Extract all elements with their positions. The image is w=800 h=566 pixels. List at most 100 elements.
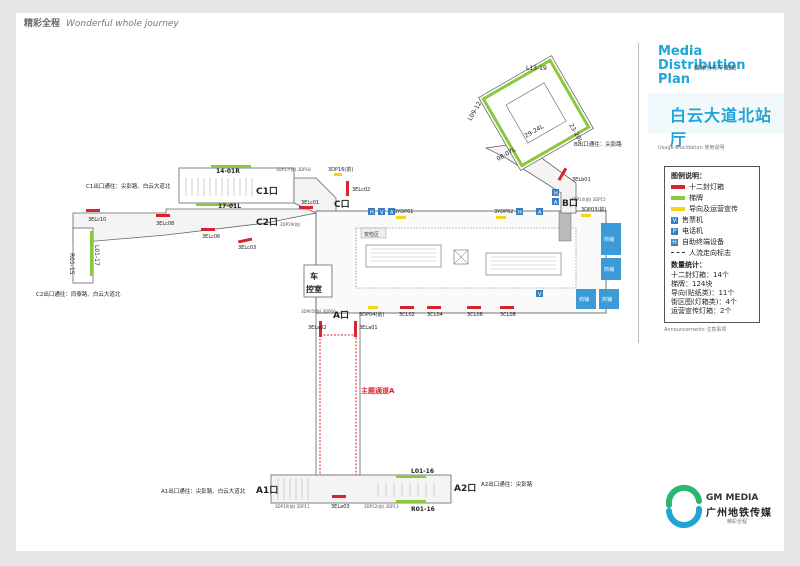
svg-text:3CL02: 3CL02 [399,312,415,318]
svg-text:3DP19(前): 3DP19(前) [280,221,301,227]
svg-text:3DP04(前): 3DP04(前) [359,311,384,318]
stats-title: 数量统计： [671,261,706,269]
announcements-label: Announcements 注意事项 [664,327,727,333]
svg-text:R01-16: R01-16 [411,506,435,513]
station-floor-plan: 安检区 车 控室 商铺 商铺 商铺 商铺 主题通道A [36,55,622,513]
svg-text:3ELb01: 3ELb01 [572,177,591,183]
svg-text:A2出口通往：尖彭路: A2出口通往：尖彭路 [481,480,533,488]
svg-text:A口: A口 [333,310,349,321]
station-name: 白云大道北站厅 [670,106,773,149]
svg-text:H: H [370,210,374,216]
stat-line: 街区图(灯箱类)：4个 [671,298,737,306]
stair-treads-c1 [185,178,253,196]
shop-right-lower [601,258,621,280]
svg-text:C1出口通往：尖彭路、白云大道北: C1出口通往：尖彭路、白云大道北 [86,182,171,190]
svg-text:3ELc10: 3ELc10 [88,217,106,223]
bottom-concourse [270,474,452,504]
svg-text:C口: C口 [334,199,350,210]
svg-text:3YDP02: 3YDP02 [494,209,513,215]
slogan-text: Wonderful whole journey [66,19,179,29]
b-exit-stair [558,210,572,242]
svg-text:V: V [538,292,542,298]
brand-text: 精彩全程 [24,19,61,29]
svg-text:B出口通往：尖彭路: B出口通往：尖彭路 [574,140,622,148]
logo-sub: 精彩全程 [727,519,748,525]
legend-item-lightbox: 十二封灯箱 [671,183,724,192]
stair-markers [90,165,426,503]
guide-signs [334,173,591,309]
svg-text:A2口: A2口 [454,483,476,494]
svg-text:C2出口通往：同泰路、白云大道北: C2出口通往：同泰路、白云大道北 [36,290,121,298]
svg-text:3ELa02: 3ELa02 [308,325,327,331]
svg-text:C2口: C2口 [256,217,278,228]
svg-text:A: A [390,210,394,216]
gm-media-logo-icon [665,484,703,529]
stat-line: 梯牌：124块 [671,280,713,288]
shop-label-3: 商铺 [579,296,589,303]
svg-text:14-01R: 14-01R [216,168,240,175]
shop-label-1: 商铺 [604,236,614,243]
control-room [303,264,333,298]
security-area [360,227,387,239]
plan-subtitle: 媒体分布平面图 [694,65,737,72]
svg-text:H: H [554,191,558,197]
svg-text:3YDP01: 3YDP01 [394,209,413,215]
page-header: 精彩全程 Wonderful whole journey [24,16,179,29]
svg-text:3DP17(前) 3DP18: 3DP17(前) 3DP18 [276,166,311,172]
stat-line: 十二封灯箱：14个 [671,271,729,279]
theme-channel-a [319,334,357,476]
svg-text:3ELc03: 3ELc03 [238,245,256,251]
legend-item-stair-sign: 梯牌 [671,194,703,203]
svg-text:3DP03(前): 3DP03(前) [581,206,606,213]
security-area-label: 安检区 [364,231,379,238]
escalator-treads [371,248,556,270]
logo-name: 广州地铁传媒 [706,508,772,519]
svg-text:H: H [518,210,522,216]
svg-text:3DP14(前) 3DP15: 3DP14(前) 3DP15 [571,196,606,202]
legend-item-flow: 人流走向标志 [671,249,731,258]
svg-text:3ELa03: 3ELa03 [331,504,350,510]
stat-line: 导向(贴纸类)：11个 [671,289,735,297]
svg-text:A: A [554,200,558,206]
light-boxes [86,167,568,498]
legend-title: 图例说明： [671,172,706,180]
svg-text:A1口: A1口 [256,485,278,496]
b-stair-block [478,55,594,171]
sidebar-divider [638,43,639,343]
bottom-stair-treads [277,478,435,500]
escalator-left [365,244,442,268]
svg-text:B口: B口 [562,198,578,209]
svg-text:3DP12(前) 3DP13: 3DP12(前) 3DP13 [364,503,399,509]
svg-text:A1出口通往：尖彭路、白云大道北: A1出口通往：尖彭路、白云大道北 [161,487,246,495]
svg-text:L13-19: L13-19 [526,65,547,72]
legend-item-guide: 导向及运营宣传 [671,205,738,214]
svg-text:17-01L: 17-01L [218,203,241,210]
svg-text:C1口: C1口 [256,186,278,197]
logo-brand: GM MEDIA [706,493,759,503]
svg-text:3DP10(前) 3DP11: 3DP10(前) 3DP11 [275,503,310,509]
svg-text:3DP16(前): 3DP16(前) [328,166,353,173]
svg-text:L01-17: L01-17 [93,245,100,266]
svg-text:L01-16: L01-16 [411,468,434,475]
svg-text:3DP05(前) 3DP06: 3DP05(前) 3DP06 [301,308,336,314]
shop-bottom-right [599,289,619,309]
theme-channel-label: 主题通道A [361,386,395,395]
equipment-icons [368,189,559,297]
svg-text:3ELc08: 3ELc08 [156,221,174,227]
control-room-label-top: 车 [310,271,318,281]
escalator-right [485,252,562,276]
exit-notes: C1出口通往：尖彭路、白云大道北 C2出口通往：同泰路、白云大道北 B出口通往：… [36,140,622,495]
svg-text:3ELc01: 3ELc01 [301,200,319,206]
svg-text:A: A [538,210,542,216]
svg-text:3CL06: 3CL06 [467,312,483,318]
station-name-box: 白云大道北站厅 [648,93,784,149]
shop-label-2: 商铺 [604,266,614,273]
svg-text:3ELc06: 3ELc06 [202,234,220,240]
shop-right-upper [601,223,621,255]
